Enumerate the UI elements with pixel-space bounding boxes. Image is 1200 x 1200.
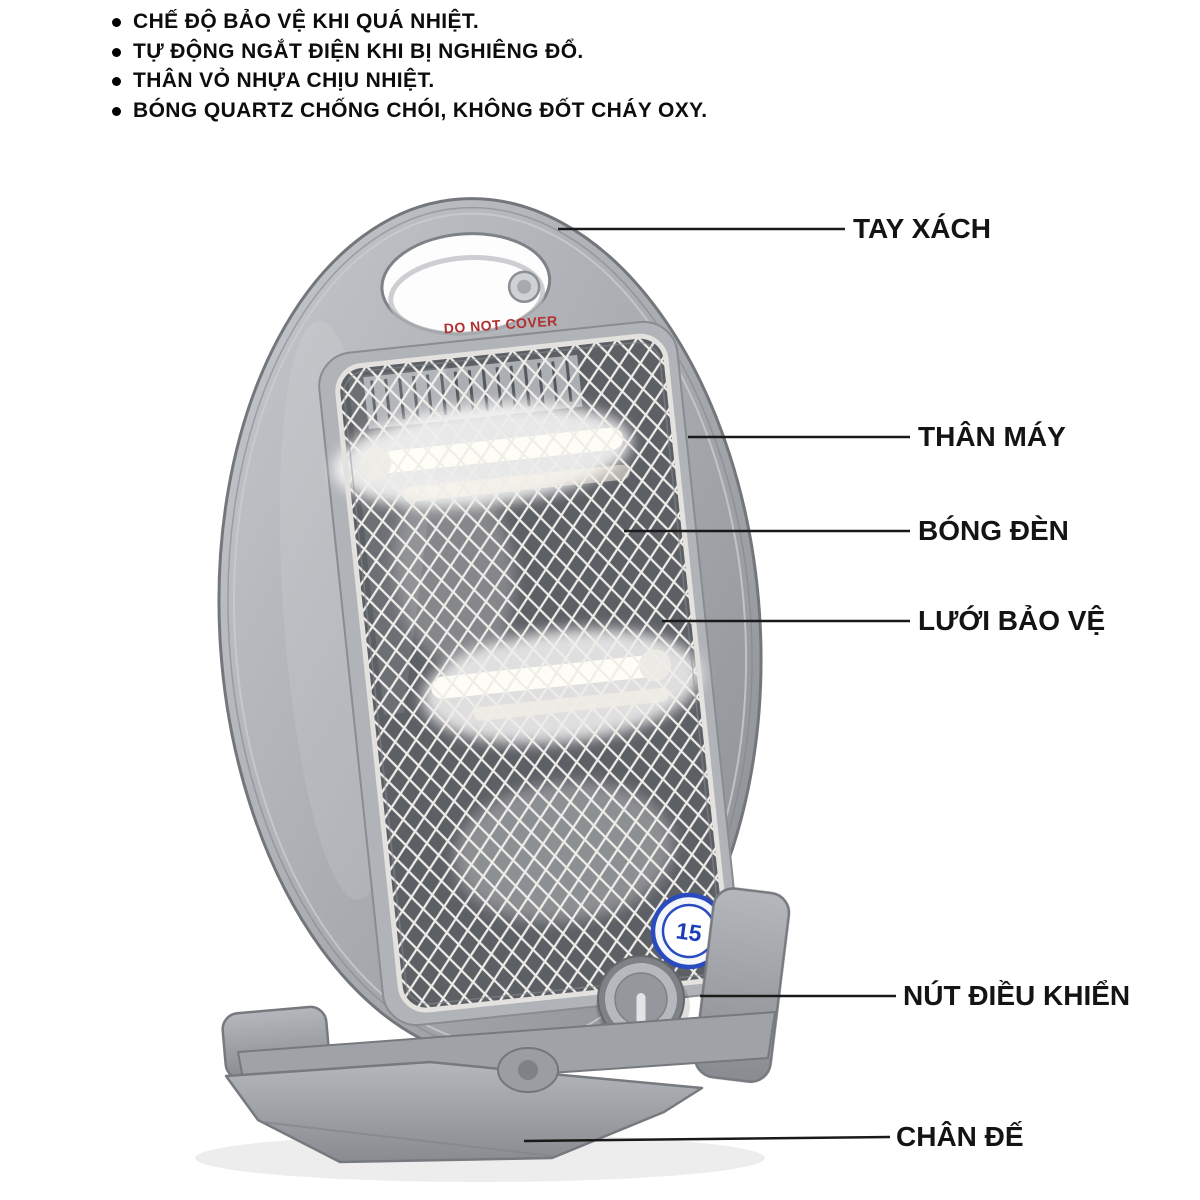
callout-base: CHÂN ĐẾ: [896, 1121, 1024, 1152]
bullet-icon: [112, 77, 121, 86]
base-foot: [224, 1060, 704, 1164]
mesh-grille: [318, 320, 743, 1027]
feature-text: TỰ ĐỘNG NGẮT ĐIỆN KHI BỊ NGHIÊNG ĐỔ.: [133, 39, 584, 63]
feature-item: THÂN VỎ NHỰA CHỊU NHIỆT.: [112, 69, 708, 99]
knob-pointer: [636, 993, 646, 1025]
bullet-icon: [112, 106, 121, 116]
feature-text: THÂN VỎ NHỰA CHỊU NHIỆT.: [133, 69, 435, 92]
feature-list: CHẾ ĐỘ BẢO VỆ KHI QUÁ NHIỆT. TỰ ĐỘNG NGẮ…: [112, 10, 708, 128]
base-stand: [221, 887, 791, 1164]
callout-body: THÂN MÁY: [918, 421, 1066, 452]
feature-text: CHẾ ĐỘ BẢO VỆ KHI QUÁ NHIỆT.: [133, 10, 480, 33]
bullet-icon: [112, 18, 121, 27]
feature-item: BÓNG QUARTZ CHỐNG CHÓI, KHÔNG ĐỐT CHÁY O…: [112, 99, 708, 129]
feature-item: CHẾ ĐỘ BẢO VỆ KHI QUÁ NHIỆT.: [112, 10, 708, 40]
callout-control-knob: NÚT ĐIỀU KHIỂN: [903, 980, 1131, 1011]
callout-bulb: BÓNG ĐÈN: [918, 515, 1069, 546]
leader-line-base: [523, 1135, 891, 1143]
feature-text: BÓNG QUARTZ CHỐNG CHÓI, KHÔNG ĐỐT CHÁY O…: [133, 98, 708, 122]
callout-carry-handle: TAY XÁCH: [853, 213, 991, 244]
feature-item: TỰ ĐỘNG NGẮT ĐIỆN KHI BỊ NGHIÊNG ĐỔ.: [112, 40, 708, 70]
warning-text: DO NOT COVER: [443, 313, 558, 337]
callout-protective-mesh: LƯỚI BẢO VỆ: [918, 605, 1106, 636]
badge-text: 15: [674, 917, 703, 946]
bullet-icon: [112, 47, 121, 57]
carry-handle: [380, 232, 552, 337]
